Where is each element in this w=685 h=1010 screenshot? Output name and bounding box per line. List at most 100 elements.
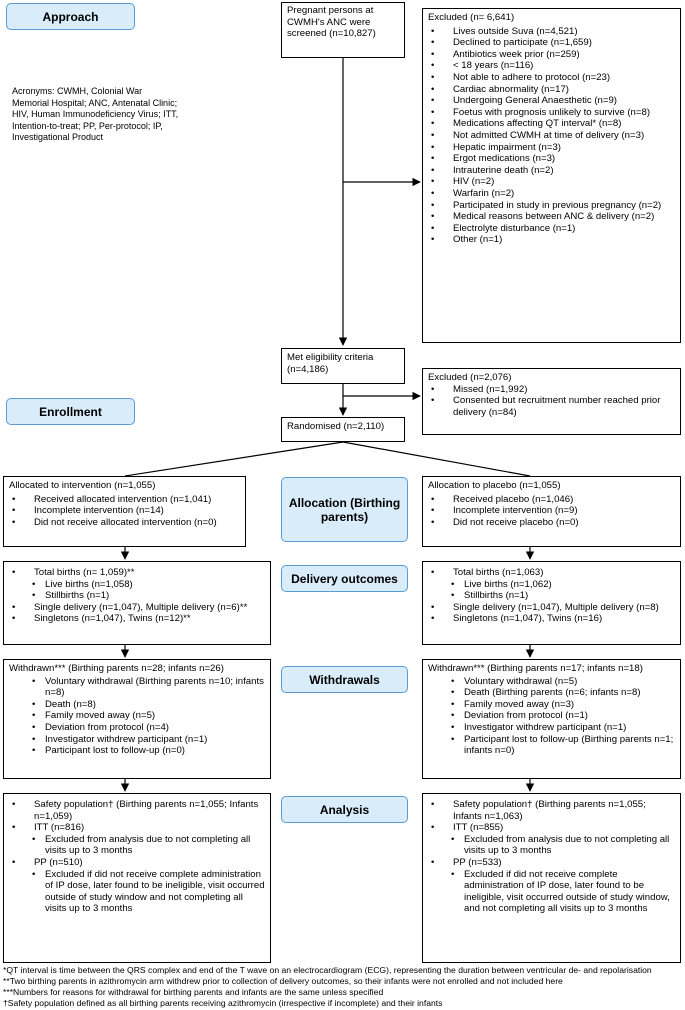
list-item: Warfarin (n=2) [428,188,675,200]
stage-enrollment: Enrollment [6,398,135,425]
stage-delivery-label: Delivery outcomes [291,571,398,586]
list-item: Single delivery (n=1,047), Multiple deli… [428,602,675,614]
randomised-text: Randomised (n=2,110) [287,421,385,432]
analysis-placebo-list-2: PP (n=533) [428,857,675,869]
list-item: Safety population† (Birthing parents n=1… [9,799,265,822]
list-item: Voluntary withdrawal (n=5) [428,676,675,688]
footnote-two-parents: **Two birthing parents in azithromycin a… [3,976,563,986]
randomised-box: Randomised (n=2,110) [281,417,405,442]
stage-enrollment-label: Enrollment [39,404,102,419]
excluded-screening-list: Lives outside Suva (n=4,521) Declined to… [428,26,675,246]
list-item: Excluded from analysis due to not comple… [9,834,265,857]
list-item: Excluded if did not receive complete adm… [9,869,265,915]
footnote-withdrawal: ***Numbers for reasons for withdrawal fo… [3,987,384,997]
withdrawal-intervention-list: Voluntary withdrawal (Birthing parents n… [9,676,265,757]
list-item: Participant lost to follow-up (n=0) [9,745,265,757]
list-item: Investigator withdrew participant (n=1) [428,722,675,734]
split-line-intervention [124,441,344,477]
list-item: ITT (n=816) [9,822,265,834]
list-item: Excluded from analysis due to not comple… [428,834,675,857]
list-item: Hepatic impairment (n=3) [428,142,675,154]
stage-allocation-label: Allocation (Birthing parents) [288,495,401,524]
withdrawal-placebo-box: Withdrawn*** (Birthing parents n=17; inf… [422,659,681,779]
list-item: Did not receive allocated intervention (… [9,517,240,529]
allocation-intervention-title: Allocated to intervention (n=1,055) [9,480,156,491]
list-item: Received placebo (n=1,046) [428,494,675,506]
screened-text: Pregnant persons at CWMH's ANC were scre… [287,5,376,40]
list-item: Consented but recruitment number reached… [428,395,675,418]
stage-analysis: Analysis [281,796,408,823]
list-item: Electrolyte disturbance (n=1) [428,223,675,235]
list-item: Intrauterine death (n=2) [428,165,675,177]
list-item: Singletons (n=1,047), Twins (n=16) [428,613,675,625]
list-item: Investigator withdrew participant (n=1) [9,734,265,746]
footnotes: *QT interval is time between the QRS com… [3,965,683,1009]
delivery-placebo-box: Total births (n=1,063) Live births (n=1,… [422,561,681,645]
list-item: Did not receive placebo (n=0) [428,517,675,529]
list-item: Not able to adhere to protocol (n=23) [428,72,675,84]
list-item: Deviation from protocol (n=1) [428,710,675,722]
allocation-placebo-title: Allocation to placebo (n=1,055) [428,480,561,491]
excluded-enrollment-list: Missed (n=1,992) Consented but recruitme… [428,384,675,419]
list-item: Excluded if did not receive complete adm… [428,869,675,915]
analysis-intervention-list-2: PP (n=510) [9,857,265,869]
excluded-enrollment-box: Excluded (n=2,076) Missed (n=1,992) Cons… [422,368,681,435]
analysis-placebo-box: Safety population† (Birthing parents n=1… [422,793,681,963]
list-item: Participated in study in previous pregna… [428,200,675,212]
delivery-placebo-list: Total births (n=1,063) [428,567,675,579]
list-item: Undergoing General Anaesthetic (n=9) [428,95,675,107]
delivery-placebo-sublist: Live births (n=1,062) Stillbirths (n=1) [428,579,675,602]
analysis-placebo-itt-sub: Excluded from analysis due to not comple… [428,834,675,857]
list-item: Voluntary withdrawal (Birthing parents n… [9,676,265,699]
list-item: Safety population† (Birthing parents n=1… [428,799,675,822]
delivery-intervention-list-2: Single delivery (n=1,047), Multiple deli… [9,602,265,625]
screened-box: Pregnant persons at CWMH's ANC were scre… [281,2,405,58]
excluded-screening-title: Excluded (n= 6,641) [428,12,515,23]
stage-approach-label: Approach [42,9,99,24]
delivery-intervention-list: Total births (n= 1,059)** [9,567,265,579]
delivery-placebo-list-2: Single delivery (n=1,047), Multiple deli… [428,602,675,625]
list-item: PP (n=533) [428,857,675,869]
list-item: Medications affecting QT interval* (n=8) [428,118,675,130]
list-item: Medical reasons between ANC & delivery (… [428,211,675,223]
list-item: ITT (n=855) [428,822,675,834]
list-item: Antibiotics week prior (n=259) [428,49,675,61]
split-line-placebo [342,441,531,477]
list-item: Incomplete intervention (n=14) [9,505,240,517]
withdrawal-intervention-box: Withdrawn*** (Birthing parents n=28; inf… [3,659,271,779]
list-item: Family moved away (n=5) [9,710,265,722]
list-item: Lives outside Suva (n=4,521) [428,26,675,38]
list-item: Stillbirths (n=1) [9,590,265,602]
list-item: Declined to participate (n=1,659) [428,37,675,49]
eligible-box: Met eligibility criteria (n=4,186) [281,348,405,384]
stage-allocation: Allocation (Birthing parents) [281,477,408,542]
acronyms-note: Acronyms: CWMH, Colonial War Memorial Ho… [12,86,179,143]
list-item: Incomplete intervention (n=9) [428,505,675,517]
delivery-intervention-sublist: Live births (n=1,058) Stillbirths (n=1) [9,579,265,602]
withdrawal-placebo-list: Voluntary withdrawal (n=5) Death (Birthi… [428,676,675,757]
list-item: Family moved away (n=3) [428,699,675,711]
allocation-intervention-box: Allocated to intervention (n=1,055) Rece… [3,476,246,547]
list-item: Other (n=1) [428,234,675,246]
list-item: Single delivery (n=1,047), Multiple deli… [9,602,265,614]
allocation-intervention-list: Received allocated intervention (n=1,041… [9,494,240,529]
list-item: Foetus with prognosis unlikely to surviv… [428,107,675,119]
eligible-text: Met eligibility criteria (n=4,186) [287,352,374,375]
list-item: HIV (n=2) [428,176,675,188]
list-item: Deviation from protocol (n=4) [9,722,265,734]
list-item: Not admitted CWMH at time of delivery (n… [428,130,675,142]
list-item: Ergot medications (n=3) [428,153,675,165]
list-item: Singletons (n=1,047), Twins (n=12)** [9,613,265,625]
analysis-intervention-pp-sub: Excluded if did not receive complete adm… [9,869,265,915]
list-item: < 18 years (n=116) [428,60,675,72]
excluded-enrollment-title: Excluded (n=2,076) [428,372,512,383]
list-item: Missed (n=1,992) [428,384,675,396]
list-item: Cardiac abnormality (n=17) [428,84,675,96]
list-item: Death (n=8) [9,699,265,711]
stage-approach: Approach [6,3,135,30]
analysis-placebo-pp-sub: Excluded if did not receive complete adm… [428,869,675,915]
list-item: Total births (n= 1,059)** [9,567,265,579]
withdrawal-placebo-title: Withdrawn*** (Birthing parents n=17; inf… [428,663,643,674]
list-item: Stillbirths (n=1) [428,590,675,602]
allocation-placebo-box: Allocation to placebo (n=1,055) Received… [422,476,681,547]
